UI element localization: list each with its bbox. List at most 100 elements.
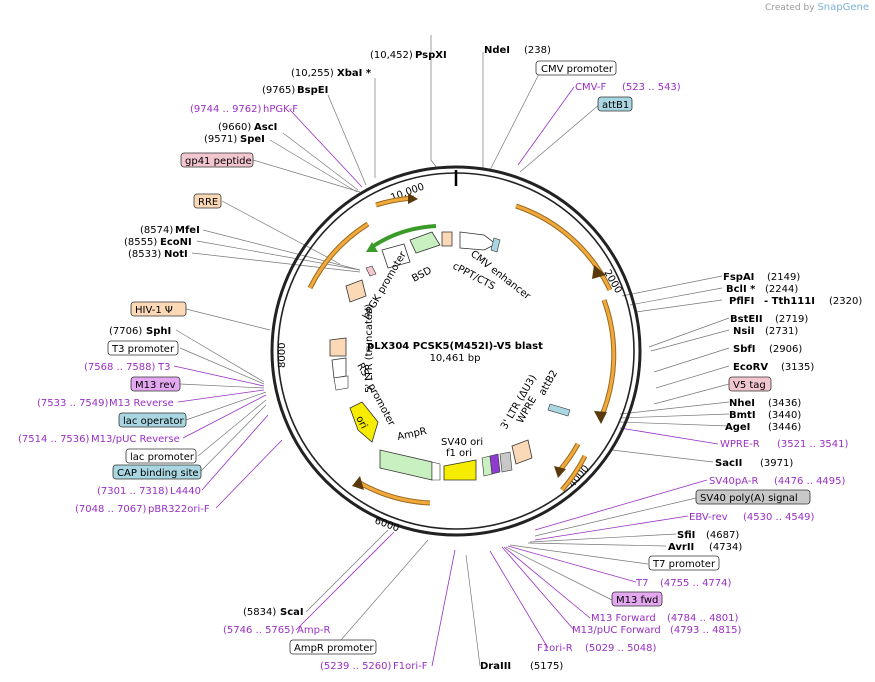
cppt-feature [441, 231, 453, 247]
ann-tth111i: - Tth111I [764, 296, 815, 307]
ann-cmv-promoter: CMV promoter [541, 64, 614, 75]
ann-t3-range: (7568 .. 7588) [84, 362, 156, 373]
ann-xbai: XbaI * [337, 68, 372, 79]
ann-mfei: MfeI [175, 225, 200, 236]
leader-lines [173, 35, 730, 667]
ann-cmv-f: CMV-F [575, 82, 606, 93]
ann-t7-range: (4755 .. 4774) [660, 578, 732, 589]
ann-t3-promoter-box [107, 340, 179, 356]
ampr-promoter-feature [431, 461, 441, 481]
f1-ori-feature [443, 459, 477, 481]
ann-f1ori-f: F1ori-F [393, 661, 428, 672]
ann-lac-operator: lac operator [123, 416, 184, 427]
backbone-outer-ring [270, 165, 642, 537]
ampr-feature [379, 449, 433, 481]
ann-pspxi: PspXI [415, 50, 447, 61]
ann-m13-rev-box [130, 376, 181, 392]
ann-avrii: AvrII [668, 542, 694, 553]
label-ampr: AmpR [396, 426, 428, 443]
ann-sacii: SacII [715, 458, 742, 469]
orf-arcs [307, 193, 617, 506]
ann-m13puc-forward: M13/pUC Forward [572, 625, 661, 636]
ann-ampr-promoter: AmpR promoter [294, 643, 374, 654]
ann-sphi-pos: (7706) [109, 326, 142, 337]
gp41-feature [365, 265, 377, 277]
plasmid-length: 10,461 bp [430, 353, 481, 364]
ann-sacii-pos: (3971) [760, 458, 793, 469]
ann-wpre-r-range: (3521 .. 3541) [777, 439, 849, 450]
ann-asci: AscI [254, 122, 277, 133]
ann-amp-r-range: (5746 .. 5765) [223, 625, 295, 636]
ann-ebv-rev: EBV-rev [689, 512, 728, 523]
ann-hpgk-f: hPGK-F [263, 104, 298, 115]
ann-gp41: gp41 peptide [185, 156, 252, 167]
ann-m13-forward: M13 Forward [591, 613, 656, 624]
ann-f1ori-r-range: (5029 .. 5048) [585, 643, 657, 654]
ann-agei-pos: (3446) [768, 422, 801, 433]
ann-m13-forward-range: (4784 .. 4801) [667, 613, 739, 624]
ann-avrii-pos: (4734) [709, 542, 742, 553]
label-5-ltr: 5' LTR (truncated) [364, 304, 375, 393]
ann-sbfi-pos: (2906) [769, 344, 802, 355]
top-annotations: (10,452) PspXI NdeI (238) CMV promoter C… [124, 45, 681, 260]
snapgene-logo: SnapGene [817, 2, 869, 13]
ann-pbr322-range: (7048 .. 7067) [75, 504, 147, 515]
ann-ecorv: EcoRV [733, 362, 768, 373]
ann-v5-tag-box [728, 376, 772, 392]
ann-rre-box [193, 193, 222, 209]
ann-xbai-pos: (10,255) [291, 68, 334, 79]
ann-draiii-pos: (5175) [530, 661, 563, 672]
ann-lac-promoter-box [125, 448, 197, 464]
cmv-enhancer-feature [459, 231, 497, 251]
bsd-cds-arrow [370, 224, 437, 249]
ann-ndei: NdeI [484, 45, 510, 56]
ann-m13-fwd-box [611, 591, 663, 607]
ann-bmti: BmtI [729, 410, 756, 421]
ann-sbfi: SbfI [733, 344, 755, 355]
ann-pspxi-pos: (10,452) [370, 50, 413, 61]
ann-econi-pos: (8555) [124, 237, 157, 248]
ann-pflfi-pos: (2320) [829, 296, 862, 307]
ann-sv40pa-r-range: (4476 .. 4495) [774, 476, 846, 487]
ann-t3: T3 [157, 362, 170, 373]
ann-t3-promoter: T3 promoter [111, 344, 175, 355]
3ltr-feature [511, 439, 533, 465]
ann-m13-rev: M13 rev [135, 380, 176, 391]
label-sv40-ori: SV40 ori [441, 437, 483, 448]
ann-ampr-promoter-box [289, 639, 377, 655]
ann-sfii: SfiI [677, 530, 695, 541]
ann-agei: AgeI [725, 422, 750, 433]
ann-sphi: SphI [146, 326, 171, 337]
ann-nsii: NsiI [733, 326, 754, 337]
ann-bcli: BclI * [726, 284, 756, 295]
ann-asci-pos: (9660) [218, 122, 251, 133]
ann-bsteii: BstEII [730, 314, 763, 325]
ann-fspai-pos: (2149) [767, 272, 800, 283]
feature-shapes [329, 224, 571, 481]
ann-noti: NotI [164, 249, 188, 260]
left-annotations: HIV-1 Ψ (7706) SphI T3 promoter (7568 ..… [18, 301, 210, 515]
tick-label-8000: 8000 [277, 343, 288, 368]
ann-econi: EcoNI [160, 237, 192, 248]
ann-spei: SpeI [240, 134, 265, 145]
ann-bspei: BspEI [297, 85, 328, 96]
hpgk-promoter-feature [381, 243, 411, 269]
ann-cmv-f-range: (523 .. 543) [622, 82, 681, 93]
ann-attb1: attB1 [602, 100, 629, 111]
ann-m13-reverse: M13 Reverse [109, 398, 174, 409]
ann-gp41-box [180, 152, 254, 168]
ann-ecorv-pos: (3135) [781, 362, 814, 373]
ann-attb1-box [597, 96, 633, 112]
attb1-feature [490, 237, 501, 253]
ann-m13-reverse-range: (7533 .. 7549) [37, 398, 109, 409]
ann-f1ori-r: F1ori-R [537, 643, 573, 654]
ann-hiv-psi-box [130, 301, 187, 317]
ann-t7-promoter-box [648, 555, 720, 571]
snapgene-credit: Created by SnapGene [765, 2, 869, 13]
ann-pflfi: PflFI [729, 296, 754, 307]
right-annotations: FspAI (2149) BclI * (2244) PflFI - Tth11… [480, 272, 862, 672]
ann-ebv-rev-range: (4530 .. 4549) [743, 512, 815, 523]
ann-draiii: DraIII [480, 661, 511, 672]
label-bsd: BSD [410, 265, 434, 285]
hiv-psi-feature [329, 337, 347, 357]
